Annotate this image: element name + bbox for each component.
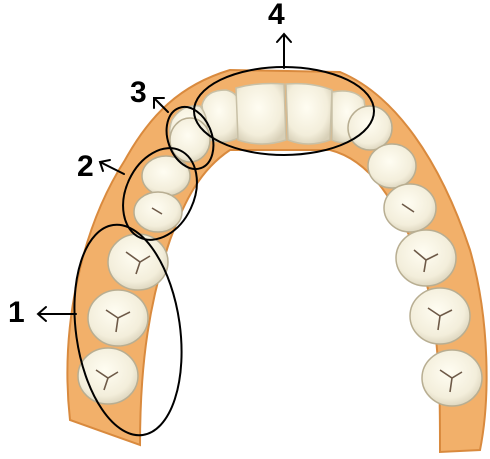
arrow-4 xyxy=(277,34,291,68)
label-2: 2 xyxy=(77,152,94,182)
tooth xyxy=(170,118,210,162)
tooth xyxy=(286,84,332,144)
tooth xyxy=(142,156,190,196)
tooth xyxy=(368,144,416,188)
label-3: 3 xyxy=(130,78,147,108)
tooth xyxy=(108,234,168,290)
label-1: 1 xyxy=(8,298,25,328)
label-4: 4 xyxy=(268,0,285,30)
tooth xyxy=(348,106,392,150)
tooth xyxy=(396,230,456,286)
tooth xyxy=(384,184,436,232)
tooth xyxy=(236,84,286,145)
tooth xyxy=(78,348,138,404)
